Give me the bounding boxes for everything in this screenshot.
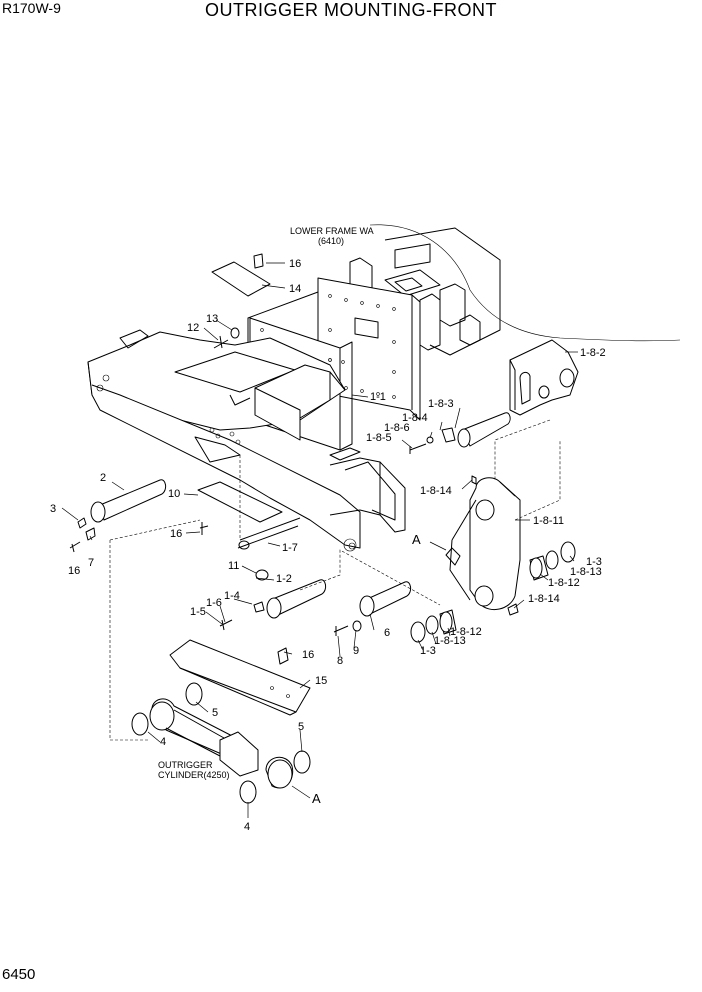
callout-14: 14 bbox=[289, 283, 301, 295]
callout-9: 9 bbox=[353, 645, 359, 657]
callout-12: 12 bbox=[187, 322, 199, 334]
callout-4: 4 bbox=[244, 821, 250, 833]
bracket-1-8-2 bbox=[509, 339, 579, 416]
callout-1-8-6: 1-8-6 bbox=[384, 422, 410, 434]
bushings-seals bbox=[410, 541, 576, 643]
pin-2-assembly bbox=[69, 479, 167, 553]
cylinder-note-line2: CYLINDER(4250) bbox=[158, 770, 230, 780]
callout-16: 16 bbox=[302, 649, 314, 661]
callout-A: A bbox=[312, 791, 321, 806]
callout-1-6: 1-6 bbox=[206, 597, 222, 609]
callout-16: 16 bbox=[289, 258, 301, 270]
callout-7: 7 bbox=[88, 557, 94, 569]
callout-1-8-2: 1-8-2 bbox=[580, 347, 606, 359]
callout-1-3: 1-3 bbox=[586, 556, 602, 568]
callout-1-8-3: 1-8-3 bbox=[428, 398, 454, 410]
callout-13: 13 bbox=[206, 313, 218, 325]
outrigger-cylinder bbox=[131, 682, 311, 804]
model-code: R170W-9 bbox=[2, 0, 61, 16]
callout-1-2: 1-2 bbox=[276, 573, 292, 585]
callout-1-8-12: 1-8-12 bbox=[450, 626, 482, 638]
callout-2: 2 bbox=[100, 472, 106, 484]
callout-1-7: 1-7 bbox=[282, 542, 298, 554]
callout-1-3: 1-3 bbox=[420, 645, 436, 657]
dashed-center-lines bbox=[109, 419, 561, 741]
callout-8: 8 bbox=[337, 655, 343, 667]
callout-1-8-12: 1-8-12 bbox=[548, 577, 580, 589]
callout-5: 5 bbox=[212, 707, 218, 719]
link-bar-1-8-11 bbox=[445, 477, 521, 611]
top-plate-14-and-bolts bbox=[211, 253, 271, 349]
cylinder-note-line1: OUTRIGGER bbox=[158, 760, 213, 770]
lower-frame-note-line2: (6410) bbox=[318, 236, 344, 246]
callout-A: A bbox=[412, 532, 421, 547]
callout-1-4: 1-4 bbox=[224, 590, 240, 602]
lower-frame-note-line1: LOWER FRAME WA bbox=[290, 226, 374, 236]
pin-6-assembly bbox=[333, 581, 412, 636]
callout-1-1: 1-1 bbox=[370, 391, 386, 403]
callout-1-8-14: 1-8-14 bbox=[420, 485, 452, 497]
pin-1-2-assembly bbox=[219, 569, 327, 631]
page-title: OUTRIGGER MOUNTING-FRONT bbox=[205, 0, 497, 20]
outrigger-box bbox=[87, 329, 406, 552]
callout-1-8-4: 1-8-4 bbox=[402, 412, 428, 424]
cover-15 bbox=[169, 639, 311, 716]
lower-frame-drawing bbox=[349, 224, 681, 356]
callout-1-8-13: 1-8-13 bbox=[570, 566, 602, 578]
callout-1-8-5: 1-8-5 bbox=[366, 432, 392, 444]
callout-11: 11 bbox=[228, 560, 239, 572]
callout-6: 6 bbox=[384, 627, 390, 639]
callout-1-8-11: 1-8-11 bbox=[533, 515, 564, 527]
callout-3: 3 bbox=[50, 503, 56, 515]
callout-16: 16 bbox=[68, 565, 80, 577]
callout-16: 16 bbox=[170, 528, 182, 540]
page-number: 6450 bbox=[2, 966, 36, 983]
callout-1-8-13: 1-8-13 bbox=[434, 635, 466, 647]
callout-5: 5 bbox=[298, 721, 304, 733]
callout-4: 4 bbox=[160, 736, 166, 748]
callout-leaders bbox=[61, 262, 578, 818]
callout-1-5: 1-5 bbox=[190, 606, 206, 618]
callout-1-8-14: 1-8-14 bbox=[528, 593, 560, 605]
pin-1-8-3 bbox=[409, 412, 511, 485]
callout-10: 10 bbox=[168, 488, 180, 500]
callout-15: 15 bbox=[315, 675, 327, 687]
